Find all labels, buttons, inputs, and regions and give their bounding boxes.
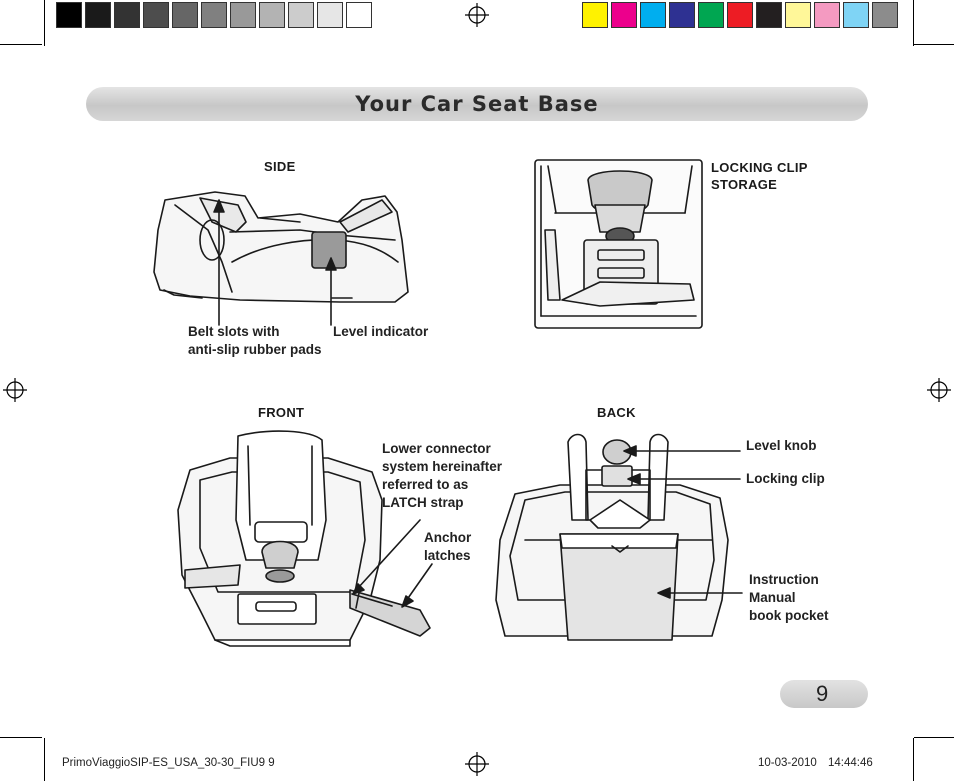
calibration-swatch <box>172 2 198 28</box>
calibration-swatch <box>317 2 343 28</box>
level-indicator-callout: Level indicator <box>333 324 429 339</box>
latch-line4: LATCH strap <box>382 495 464 510</box>
crop-mark <box>914 737 954 738</box>
calibration-swatch <box>259 2 285 28</box>
calibration-swatch <box>814 2 840 28</box>
storage-view-illustration <box>534 159 703 329</box>
side-callout-arrows <box>213 199 337 326</box>
front-view-label: FRONT <box>258 405 305 420</box>
side-view-illustration <box>153 191 409 303</box>
anchor-line1: Anchor <box>424 530 472 545</box>
calibration-swatch <box>143 2 169 28</box>
crop-mark <box>914 44 954 45</box>
calibration-swatch <box>230 2 256 28</box>
manual-line2: Manual <box>749 590 796 605</box>
storage-view-label: LOCKING CLIP STORAGE <box>711 159 808 193</box>
side-view-label: SIDE <box>264 159 296 174</box>
latch-strap-callout: Lower connector system hereinafter refer… <box>382 440 502 512</box>
manual-line1: Instruction <box>749 572 819 587</box>
crop-mark <box>913 0 914 46</box>
crop-mark <box>44 0 45 46</box>
storage-label-line1: LOCKING CLIP <box>711 160 808 175</box>
calibration-swatch <box>872 2 898 28</box>
calibration-swatch <box>114 2 140 28</box>
calibration-swatch <box>346 2 372 28</box>
crop-mark <box>0 44 42 45</box>
front-view-illustration <box>177 430 431 647</box>
manual-pocket-callout: Instruction Manual book pocket <box>749 571 829 625</box>
belt-slots-callout: Belt slots with anti-slip rubber pads <box>188 323 322 359</box>
calibration-swatch <box>756 2 782 28</box>
anchor-latches-callout: Anchor latches <box>424 529 471 565</box>
footer-date: 10-03-2010 <box>758 757 817 769</box>
crop-mark <box>0 737 42 738</box>
locking-clip-callout: Locking clip <box>746 471 825 486</box>
level-knob-callout: Level knob <box>746 438 817 453</box>
calibration-swatch <box>669 2 695 28</box>
manual-line3: book pocket <box>749 608 829 623</box>
calibration-swatch <box>85 2 111 28</box>
crop-mark <box>913 738 914 781</box>
belt-slots-line2: anti-slip rubber pads <box>188 342 322 357</box>
title-banner <box>86 87 868 121</box>
back-view-label: BACK <box>597 405 636 420</box>
storage-label-line2: STORAGE <box>711 177 778 192</box>
calibration-swatch <box>201 2 227 28</box>
page-number: 9 <box>816 681 829 706</box>
calibration-swatch <box>843 2 869 28</box>
calibration-swatch <box>288 2 314 28</box>
back-view-illustration <box>495 433 729 641</box>
anchor-line2: latches <box>424 548 471 563</box>
calibration-swatch <box>640 2 666 28</box>
calibration-swatch <box>698 2 724 28</box>
calibration-swatch <box>56 2 82 28</box>
crop-mark <box>44 738 45 781</box>
back-callout-arrows <box>623 445 743 599</box>
registration-target-icon <box>3 3 951 776</box>
footer-filename: PrimoViaggioSIP-ES_USA_30-30_FIU9 9 <box>62 757 275 769</box>
calibration-swatch <box>582 2 608 28</box>
calibration-swatch <box>611 2 637 28</box>
page-number-badge: 9 <box>780 680 868 708</box>
latch-line3: referred to as <box>382 477 469 492</box>
page-title: Your Car Seat Base <box>355 92 599 116</box>
front-callout-lines <box>352 519 433 608</box>
calibration-swatch <box>785 2 811 28</box>
latch-line1: Lower connector <box>382 441 491 456</box>
calibration-swatch <box>727 2 753 28</box>
footer-time: 14:44:46 <box>828 757 873 769</box>
latch-line2: system hereinafter <box>382 459 503 474</box>
belt-slots-line1: Belt slots with <box>188 324 280 339</box>
